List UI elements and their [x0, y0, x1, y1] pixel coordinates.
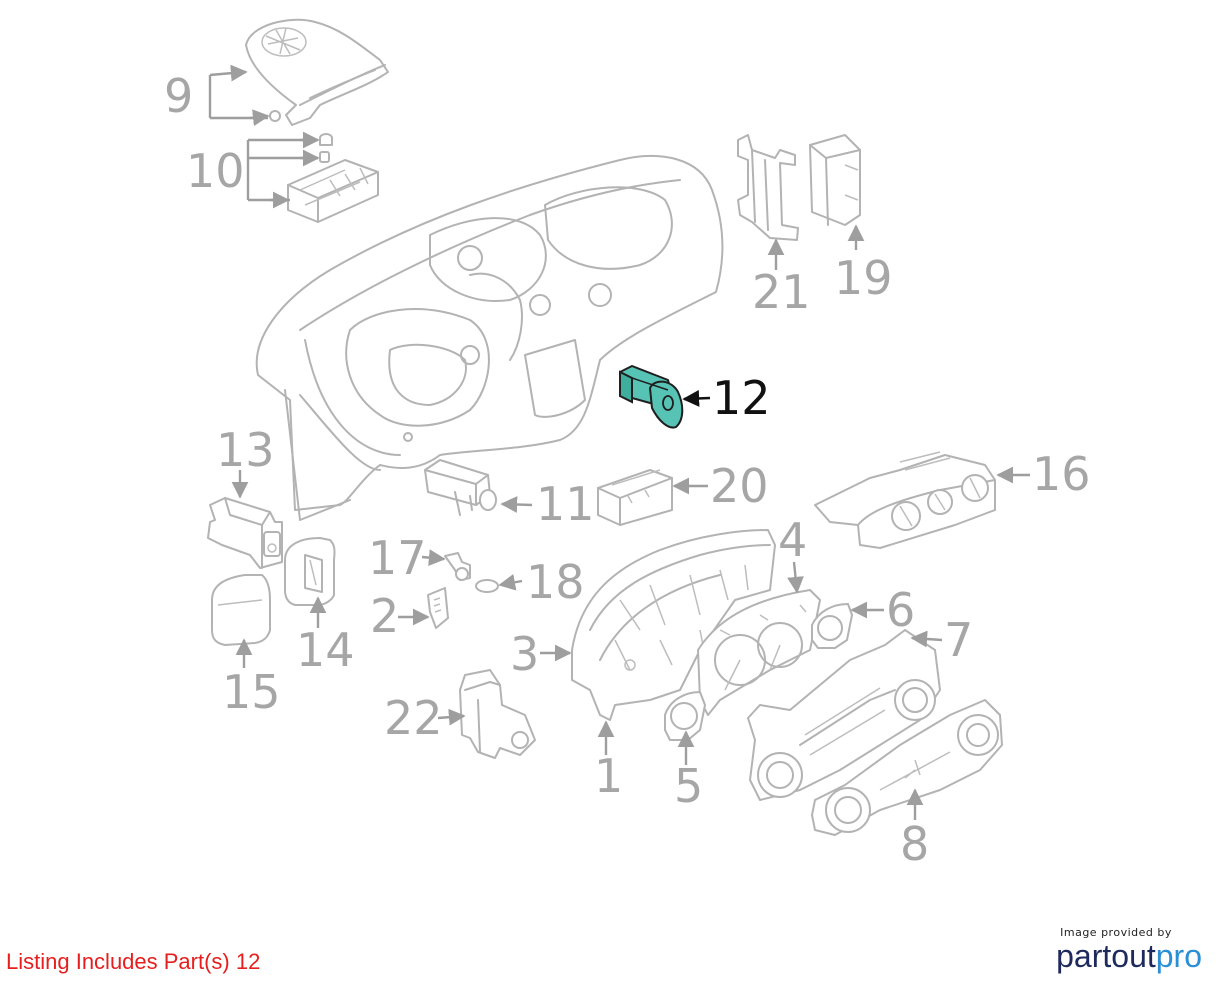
callout-17: 17	[368, 531, 427, 585]
part-21-bracket	[737, 134, 799, 241]
callout-1: 1	[594, 749, 623, 803]
part-19-control-module	[809, 134, 861, 226]
image-credit: Image provided by partoutpro	[1056, 926, 1202, 973]
listing-caption: Listing Includes Part(s) 12	[6, 949, 260, 975]
part-17-bulb	[444, 552, 471, 581]
callout-22: 22	[384, 691, 443, 745]
callout-7: 7	[944, 613, 973, 667]
part-9-vent-housing	[245, 18, 389, 126]
callout-6: 6	[886, 583, 915, 637]
callout-3: 3	[510, 627, 539, 681]
callout-labels: 9 10 21 19 12 13 11 20 16 4 17 18 6 2 7 …	[164, 69, 1091, 871]
part-10-switch-block	[287, 133, 379, 223]
part-2-connector	[427, 587, 449, 629]
brand-logo-part-b: pro	[1155, 938, 1202, 974]
callout-19: 19	[834, 251, 893, 305]
callout-9: 9	[164, 69, 193, 123]
dashboard-panel	[255, 154, 724, 521]
callout-14: 14	[296, 623, 355, 677]
part-8-panel-front	[811, 699, 1003, 836]
part-12-highlighted-switch	[619, 365, 684, 429]
part-13-switch	[207, 497, 283, 569]
part-14-bezel	[284, 537, 336, 606]
part-4-gauge-face	[697, 589, 821, 716]
part-6-gauge	[811, 603, 853, 649]
caption-prefix: Listing Includes Part(s)	[6, 949, 230, 974]
credit-prefix: Image provided by	[1060, 926, 1172, 939]
callout-21: 21	[752, 265, 811, 319]
caption-parts: 12	[235, 949, 261, 974]
callout-2: 2	[370, 589, 399, 643]
callout-16: 16	[1032, 447, 1091, 501]
callout-arrows	[208, 64, 1030, 820]
callout-4: 4	[778, 513, 807, 567]
part-18-bulb	[475, 579, 499, 593]
part-16-climate-panel	[814, 451, 996, 549]
callout-12: 12	[712, 371, 771, 425]
part-7-panel-frame	[747, 629, 941, 801]
part-15-cover	[211, 574, 271, 646]
callout-13: 13	[216, 423, 275, 477]
part-11-switch	[424, 459, 497, 516]
part-3-cluster-housing	[571, 529, 776, 721]
callout-20: 20	[710, 459, 769, 513]
callout-10: 10	[186, 144, 245, 198]
callout-18: 18	[526, 555, 585, 609]
callout-15: 15	[222, 665, 281, 719]
part-22-actuator	[459, 669, 536, 759]
brand-logo-part-a: partout	[1056, 938, 1156, 974]
callout-5: 5	[674, 759, 703, 813]
part-20-switch-bar	[597, 469, 673, 526]
brand-logo: partoutpro	[1056, 939, 1202, 973]
callout-8: 8	[900, 817, 929, 871]
callout-11: 11	[536, 477, 595, 531]
